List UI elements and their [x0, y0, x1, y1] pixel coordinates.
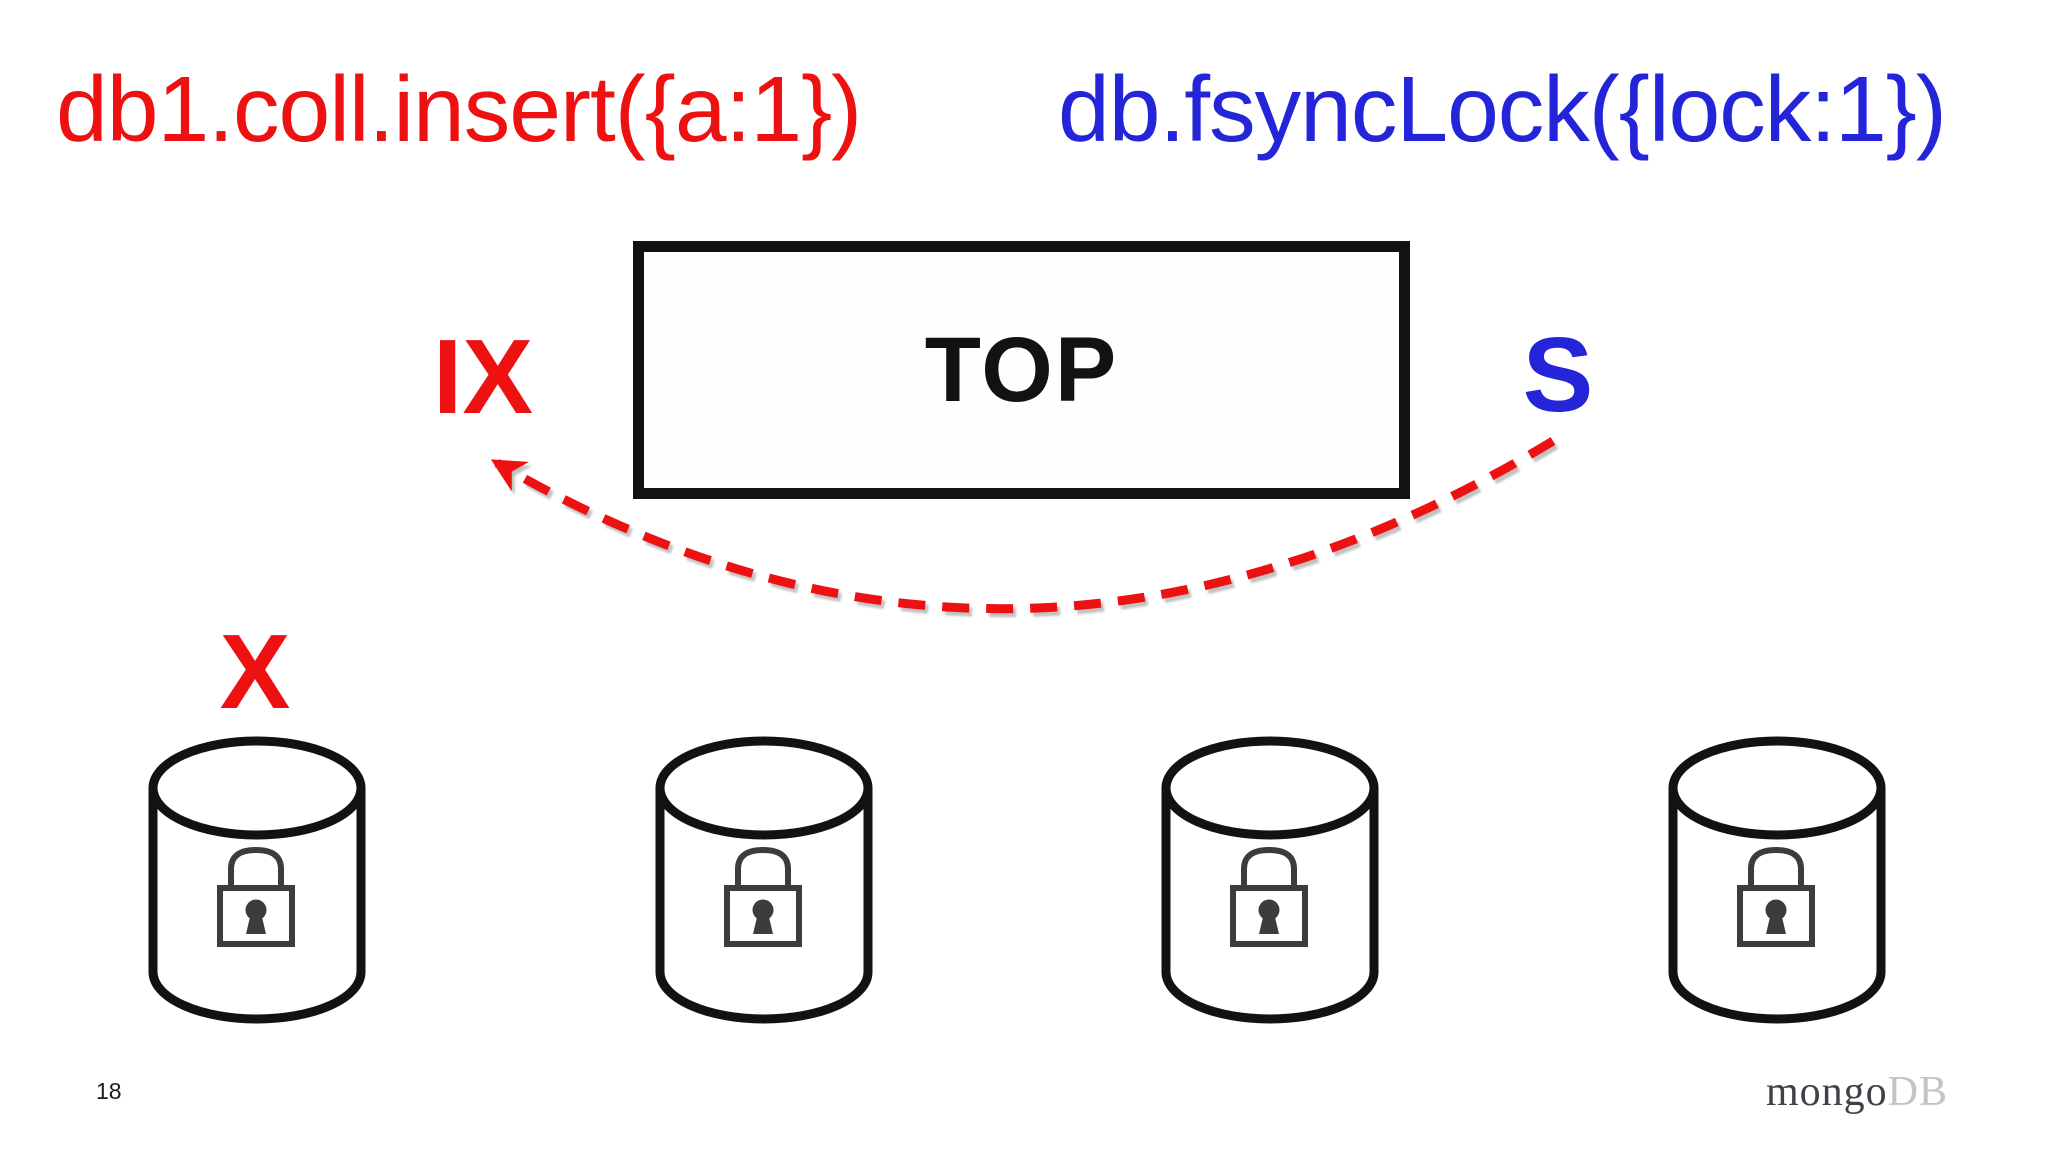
shared-lock-label: S: [1522, 316, 1594, 434]
insert-command-label: db1.coll.insert({a:1}): [56, 57, 862, 161]
database-cylinder-3: [1166, 741, 1374, 1019]
mongodb-logo: mongoDB: [1766, 1068, 1948, 1116]
mongodb-logo-mongo-text: mongo: [1765, 1069, 1888, 1115]
exclusive-lock-label: X: [219, 613, 291, 731]
top-lock-box: TOP: [633, 241, 1410, 499]
intent-exclusive-lock-label: IX: [432, 318, 534, 436]
database-cylinder-1: [153, 741, 361, 1019]
top-lock-box-label: TOP: [924, 318, 1119, 421]
mongodb-logo-db-text: DB: [1887, 1069, 1948, 1115]
dashed-curved-arrow: [490, 437, 1556, 614]
fsynclock-command-label: db.fsyncLock({lock:1}): [1058, 57, 1947, 161]
database-cylinder-2: [660, 741, 868, 1019]
page-number: 18: [96, 1078, 122, 1104]
database-cylinder-4: [1673, 741, 1881, 1019]
